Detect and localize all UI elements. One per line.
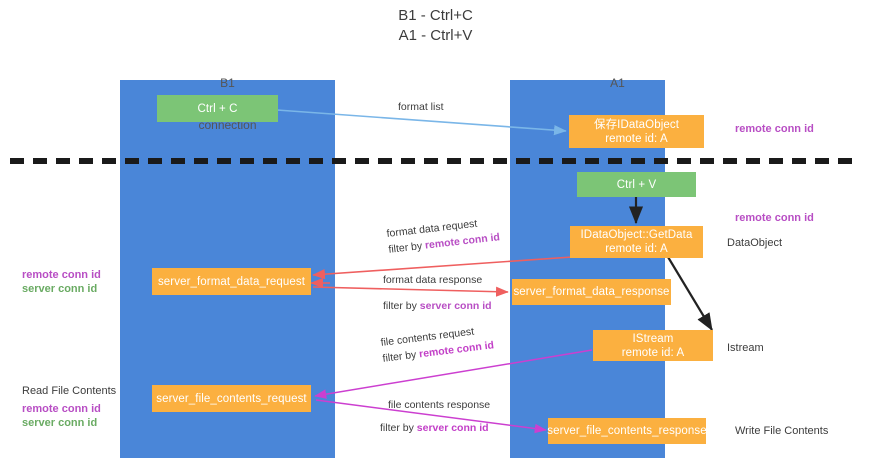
arrow-label-format-data-request: format data request filter by remote con…: [386, 215, 501, 256]
side-label-istream: Istream: [727, 342, 764, 354]
node-server-format-data-response-label: server_format_data_response: [513, 286, 670, 298]
filter-prefix: filter by: [387, 239, 426, 256]
side-label-right-mid-remote-conn-id: remote conn id: [735, 212, 814, 224]
node-idataobject-getdata-line1: IDataObject::GetData: [580, 229, 693, 241]
node-idataobject-getdata[interactable]: IDataObject::GetData remote id: A: [570, 226, 703, 258]
side-label-left-bottom-remote-conn-id: remote conn id: [22, 403, 101, 415]
node-server-file-contents-response[interactable]: server_file_contents_response: [547, 418, 707, 444]
side-label-left-remote-conn-id: remote conn id: [22, 269, 101, 281]
node-server-format-data-request[interactable]: server_format_data_request: [152, 268, 311, 295]
side-label-dataobject: DataObject: [727, 237, 783, 249]
arrow-format-data-response-out: [312, 286, 509, 297]
node-server-file-contents-response-label: server_file_contents_response: [547, 425, 707, 437]
node-ctrl-c[interactable]: Ctrl + C: [157, 95, 278, 122]
diagram-title: B1 - Ctrl+C A1 - Ctrl+V: [398, 7, 473, 44]
node-ctrl-c-label: Ctrl + C: [197, 102, 238, 115]
column-header-a1-name: A1: [610, 76, 625, 90]
node-ctrl-v[interactable]: Ctrl + V: [577, 172, 696, 197]
node-save-idataobject-line1: 保存IDataObject: [593, 118, 680, 131]
filter-prefix: filter by: [381, 348, 420, 365]
filter-value-server-conn-id: server conn id: [416, 422, 489, 434]
arrow-getdata-istream: [667, 256, 713, 331]
side-label-left-conn-ids: remote conn id server conn id: [22, 268, 101, 296]
node-istream[interactable]: IStream remote id: A: [593, 330, 713, 361]
node-server-format-data-response[interactable]: server_format_data_response: [512, 279, 671, 305]
node-server-format-data-request-label: server_format_data_request: [157, 275, 306, 288]
arrow-label-file-contents-response-line1: file contents response: [388, 399, 491, 411]
arrow-label-format-data-response: format data response filter by server co…: [383, 274, 492, 313]
filter-prefix: filter by: [383, 300, 420, 312]
arrow-label-format-data-response-filter: filter by server conn id: [383, 300, 492, 313]
side-label-right-top-remote-conn-id: remote conn id: [735, 123, 814, 135]
side-label-left-bottom-server-conn-id: server conn id: [22, 417, 98, 429]
node-istream-line1: IStream: [632, 332, 674, 345]
arrow-label-file-contents-response: file contents response filter by server …: [380, 399, 491, 435]
arrow-format-list: [276, 109, 567, 136]
side-label-write-file-contents: Write File Contents: [735, 425, 829, 437]
arrow-file-contents-request: [314, 349, 593, 399]
arrow-label-file-contents-request: file contents request filter by remote c…: [380, 323, 495, 365]
node-istream-line2: remote id: A: [621, 346, 685, 359]
node-ctrl-v-label: Ctrl + V: [616, 178, 657, 191]
side-label-read-file-contents: Read File Contents: [22, 385, 117, 397]
filter-value-server-conn-id: server conn id: [419, 300, 492, 312]
node-save-idataobject[interactable]: 保存IDataObject remote id: A: [569, 115, 704, 148]
side-label-left-bottom-conn-ids: remote conn id server conn id: [22, 402, 101, 430]
side-label-left-server-conn-id: server conn id: [22, 283, 98, 295]
arrow-file-contents-response: [315, 399, 547, 434]
arrow-format-data-request: [312, 256, 573, 280]
arrow-label-file-contents-response-filter: filter by server conn id: [380, 422, 490, 435]
node-server-file-contents-request[interactable]: server_file_contents_request: [152, 385, 311, 412]
node-save-idataobject-line2: remote id: A: [605, 132, 668, 145]
filter-prefix: filter by: [380, 422, 417, 434]
node-idataobject-getdata-line2: remote id: A: [605, 243, 668, 255]
arrow-label-format-list: format list: [398, 101, 444, 113]
node-server-file-contents-request-label: server_file_contents_request: [156, 392, 307, 405]
column-header-b1-name: B1: [220, 76, 235, 90]
arrow-label-format-data-response-line1: format data response: [383, 274, 483, 286]
